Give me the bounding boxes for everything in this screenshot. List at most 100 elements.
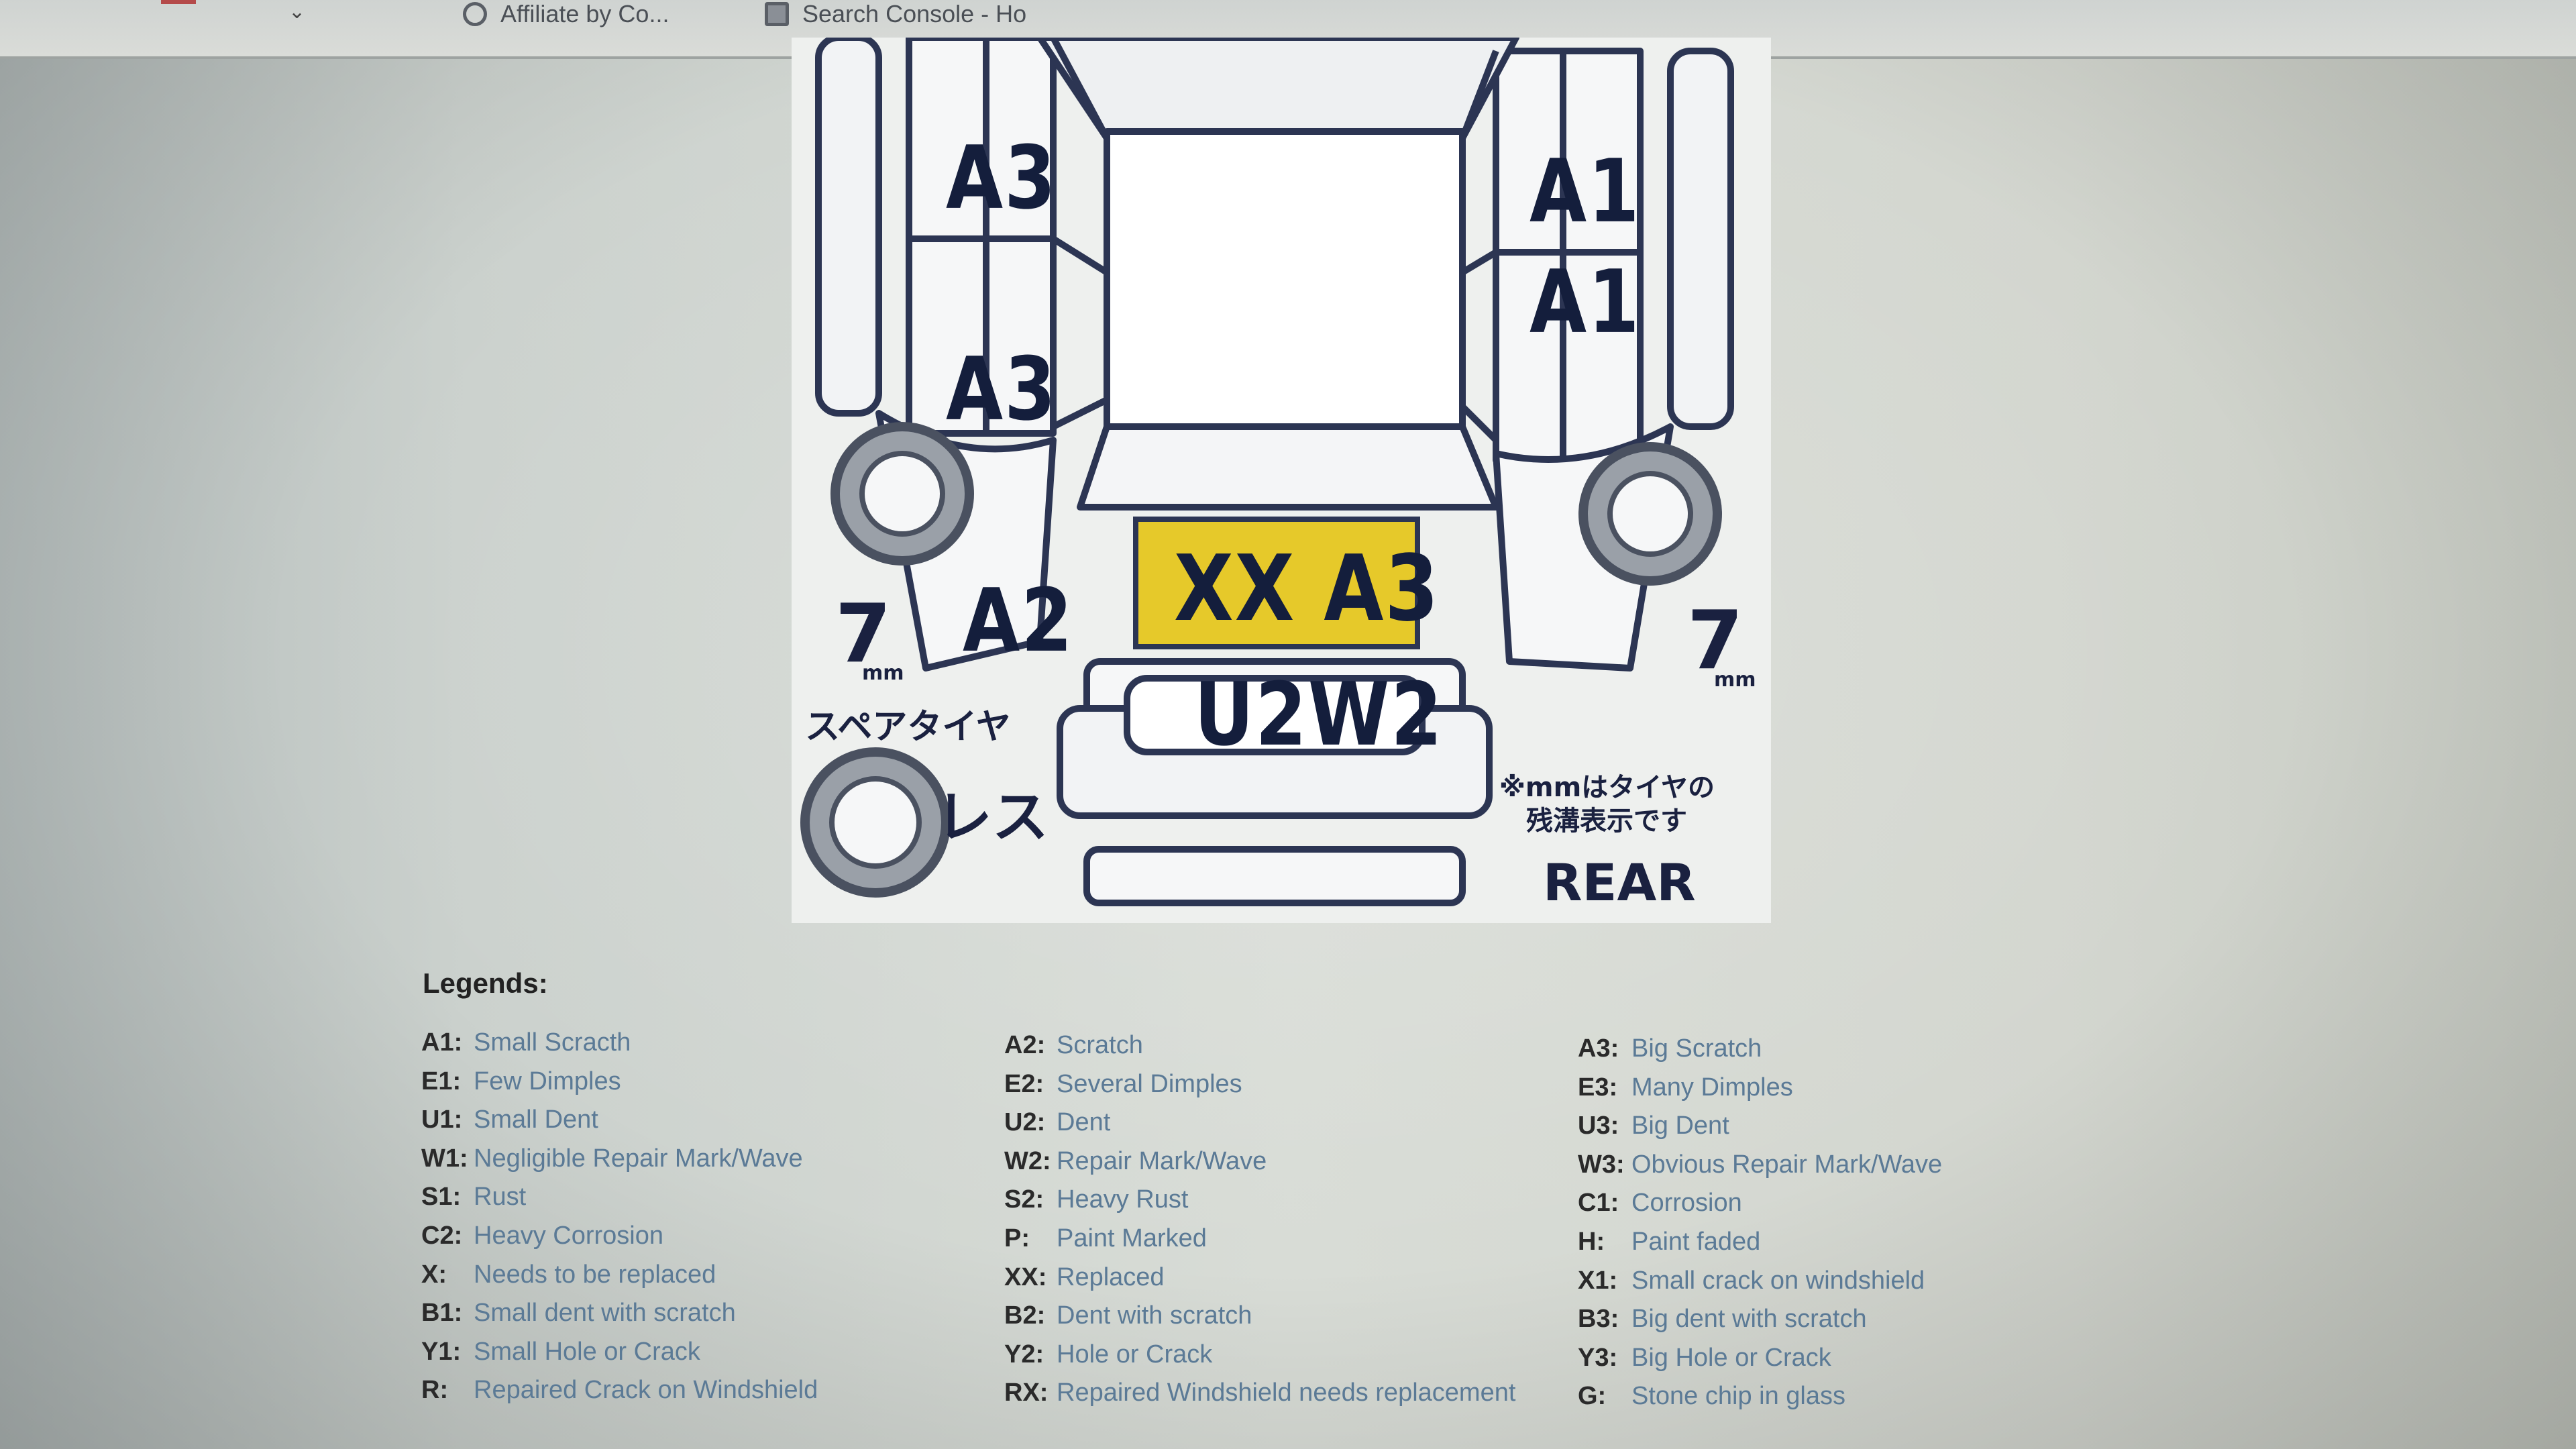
tab-label: Search Console - Ho (802, 0, 1027, 28)
chevron-down-icon[interactable]: ⌄ (288, 1, 306, 23)
legend-description: Small Hole or Crack (474, 1338, 700, 1366)
legend-code: A2: (1004, 1031, 1046, 1059)
damage-code-right-front: A1 (1529, 140, 1641, 242)
legend-code: W3: (1578, 1150, 1625, 1179)
legend-code: B3: (1578, 1305, 1619, 1333)
legend-entry: A3: Big Scratch (1578, 1034, 1762, 1063)
legend-entry: A1: Small Scracth (421, 1028, 631, 1057)
legend-description: Many Dimples (1631, 1073, 1793, 1102)
legend-description: Negligible Repair Mark/Wave (474, 1144, 803, 1173)
legend-code: B1: (421, 1299, 463, 1327)
legend-entry: P: Paint Marked (1004, 1224, 1207, 1253)
legend-entry: Y3:Big Hole or Crack (1578, 1344, 1831, 1373)
legend-description: Replaced (1057, 1263, 1165, 1291)
tab-label: Affiliate by Co... (500, 0, 669, 28)
legend-description: Stone chip in glass (1631, 1382, 1845, 1410)
legend-description: Repaired Windshield needs replacement (1057, 1379, 1516, 1407)
legend-entry: W1:Negligible Repair Mark/Wave (421, 1144, 803, 1173)
damage-code-left-front: A3 (946, 127, 1057, 229)
legend-entry: B1:Small dent with scratch (421, 1299, 736, 1328)
damage-code-bumper: U2W2 (1194, 663, 1444, 765)
legend-code: B2: (1004, 1301, 1046, 1330)
legend-entry: XX:Replaced (1004, 1263, 1165, 1292)
legend-entry: RX: Repaired Windshield needs replacement (1004, 1379, 1515, 1407)
tread-unit-right: mm (1714, 668, 1756, 692)
legend-entry: A2: Scratch (1004, 1031, 1143, 1060)
legend-description: Small crack on windshield (1631, 1267, 1925, 1295)
legend-code: R: (421, 1376, 449, 1404)
damage-code-left-rear: A3 (946, 338, 1057, 440)
legend-description: Paint faded (1631, 1228, 1761, 1256)
legend-entry: H: Paint faded (1578, 1228, 1760, 1256)
legend-entry: Y2:Hole or Crack (1004, 1340, 1212, 1369)
legend-code: C1: (1578, 1189, 1619, 1217)
legend-code: U2: (1004, 1108, 1046, 1136)
car-outline-drawing (800, 38, 1734, 906)
tab-affiliate[interactable]: Affiliate by Co... (463, 0, 745, 28)
legend-code: S2: (1004, 1185, 1044, 1214)
tread-unit-left: mm (862, 661, 904, 685)
tab-search-console[interactable]: Search Console - Ho (765, 0, 1046, 28)
legend-entry: E3:Many Dimples (1578, 1073, 1793, 1102)
legend-entry: C2: Heavy Corrosion (421, 1222, 663, 1250)
legend-code: Y1: (421, 1338, 462, 1366)
legend-description: Big Dent (1631, 1112, 1729, 1140)
legend-code: E1: (421, 1067, 462, 1095)
legend-description: Paint Marked (1057, 1224, 1207, 1252)
legend-entry: G: Stone chip in glass (1578, 1382, 1845, 1411)
legend-code: Y3: (1578, 1344, 1618, 1372)
legend-entry: E1: Few Dimples (421, 1067, 621, 1096)
legend-entry: W2:Repair Mark/Wave (1004, 1147, 1267, 1176)
legend-description: Hole or Crack (1057, 1340, 1213, 1368)
spare-tire-status: レス (936, 784, 1049, 850)
search-console-icon (765, 2, 789, 26)
legend-code: C2: (421, 1222, 463, 1250)
legend-code: S1: (421, 1183, 462, 1211)
inspection-diagram: A3 A3 A1 A1 A2 XX A3 U2W2 7 mm 7 mm スペアタ… (792, 38, 1771, 923)
legend-description: Small Dent (474, 1106, 598, 1134)
legend-code: G: (1578, 1382, 1607, 1410)
tread-depth-right: 7 (1687, 594, 1743, 688)
legend-entry: X1: Small crack on windshield (1578, 1267, 1925, 1295)
legend-code: U1: (421, 1106, 463, 1134)
legend-description: Rust (474, 1183, 527, 1211)
legend-description: Big dent with scratch (1631, 1305, 1867, 1333)
legend-description: Needs to be replaced (474, 1260, 716, 1289)
legend-entry: X:Needs to be replaced (421, 1260, 716, 1289)
legend-code: W1: (421, 1144, 468, 1173)
damage-code-right-rear: A1 (1529, 251, 1641, 353)
legend-code: RX: (1004, 1379, 1049, 1407)
tire-note-line1: ※mmはタイヤの (1499, 772, 1715, 803)
legend-code: H: (1578, 1228, 1605, 1256)
legend-code: P: (1004, 1224, 1030, 1252)
legend-description: Corrosion (1631, 1189, 1742, 1217)
legend-entry: B2:Dent with scratch (1004, 1301, 1252, 1330)
legend-description: Heavy Rust (1057, 1185, 1189, 1214)
legend-code: A3: (1578, 1034, 1619, 1063)
legend-entry: U1: Small Dent (421, 1106, 598, 1134)
legend-description: Small Scracth (474, 1028, 631, 1057)
legend-code: X1: (1578, 1267, 1618, 1295)
legend-entry: U2:Dent (1004, 1108, 1110, 1137)
legend-description: Repair Mark/Wave (1057, 1147, 1267, 1175)
legend-description: Few Dimples (474, 1067, 621, 1095)
globe-icon (463, 2, 487, 26)
legend-entry: R:Repaired Crack on Windshield (421, 1376, 818, 1405)
legend-entry: W3:Obvious Repair Mark/Wave (1578, 1150, 1942, 1179)
damage-code-left-lower: A2 (963, 570, 1074, 672)
browser-tab-bar: ⌄ Affiliate by Co... Search Console - Ho (0, 0, 2576, 59)
legend-code: E2: (1004, 1070, 1044, 1098)
legend-code: U3: (1578, 1112, 1619, 1140)
legend-code: A1: (421, 1028, 463, 1057)
tab-indicator (161, 0, 196, 4)
legend-entry: S2: Heavy Rust (1004, 1185, 1188, 1214)
legend-entry: B3: Big dent with scratch (1578, 1305, 1867, 1334)
legend-entry: E2:Several Dimples (1004, 1070, 1242, 1099)
legend-description: Obvious Repair Mark/Wave (1631, 1150, 1943, 1179)
legend-description: Big Scratch (1631, 1034, 1762, 1063)
legend-code: W2: (1004, 1147, 1051, 1175)
tire-note-line2: 残溝表示です (1526, 806, 1687, 837)
legend-entry: Y1: Small Hole or Crack (421, 1338, 700, 1366)
legend-description: Heavy Corrosion (474, 1222, 663, 1250)
legend-description: Scratch (1057, 1031, 1143, 1059)
